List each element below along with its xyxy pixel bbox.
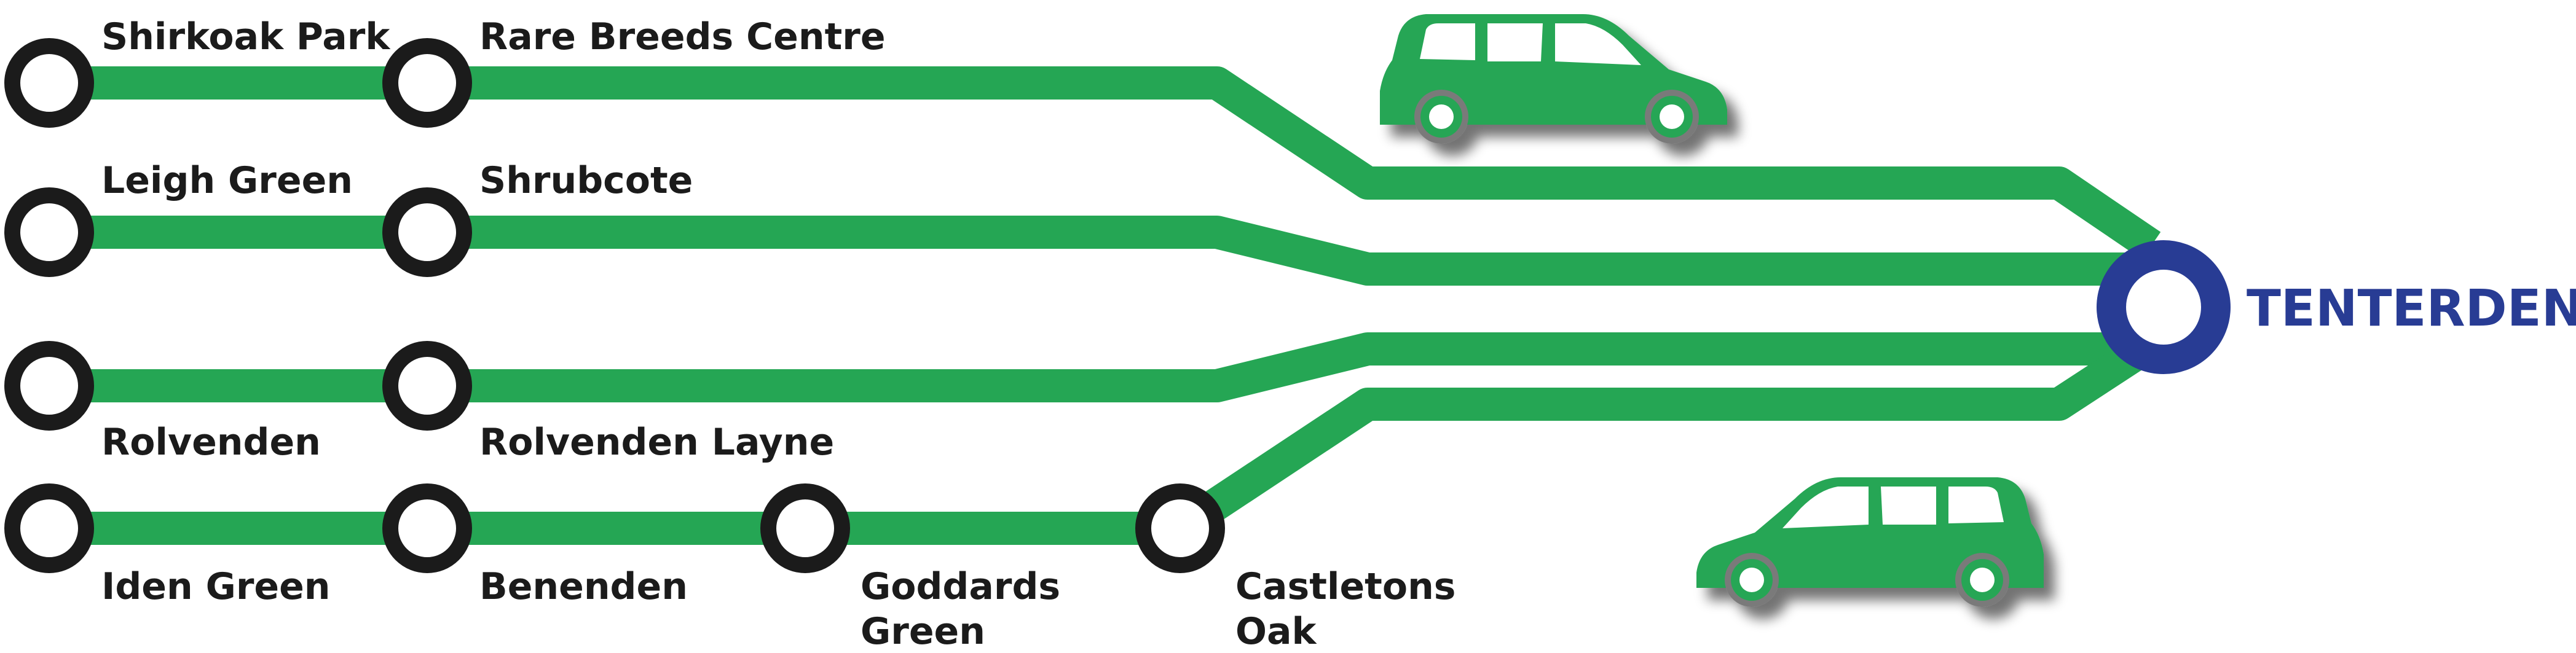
label-goddards-green-line-2: Green — [861, 610, 985, 653]
stop-shrubcote — [382, 187, 472, 277]
label-iden-green: Iden Green — [101, 565, 331, 608]
label-goddards-green-line-1: Goddards — [861, 565, 1060, 608]
label-leigh-green: Leigh Green — [101, 159, 353, 202]
label-shirkoak-park: Shirkoak Park — [101, 15, 391, 58]
car-icon-bottom — [1696, 477, 2044, 607]
label-tenterden: TENTERDEN — [2247, 280, 2576, 338]
car-icon-top — [1380, 14, 1727, 144]
stop-castletons-oak — [1135, 483, 1225, 573]
route-line-3 — [49, 332, 2151, 402]
stop-leigh-green — [4, 187, 94, 277]
station-labels: Shirkoak Park Rare Breeds Centre Leigh G… — [101, 15, 1456, 653]
label-castletons-oak-line-2: Oak — [1235, 610, 1317, 653]
stop-shirkoak-park — [4, 38, 94, 128]
stop-rolvenden-layne — [382, 341, 472, 431]
label-rolvenden-layne: Rolvenden Layne — [479, 421, 834, 464]
stop-rare-breeds-centre — [382, 38, 472, 128]
label-rare-breeds-centre: Rare Breeds Centre — [479, 15, 886, 58]
stops — [4, 38, 1225, 573]
label-shrubcote: Shrubcote — [479, 159, 693, 202]
stop-rolvenden — [4, 341, 94, 431]
route-line-1 — [49, 66, 2161, 260]
route-line-2 — [49, 216, 2151, 286]
label-castletons-oak-line-1: Castletons — [1235, 565, 1456, 608]
stop-goddards-green — [760, 483, 850, 573]
label-rolvenden: Rolvenden — [101, 421, 321, 464]
stop-benenden — [382, 483, 472, 573]
label-benenden: Benenden — [479, 565, 688, 608]
stop-iden-green — [4, 483, 94, 573]
hub-tenterden — [2097, 240, 2231, 374]
route-lines — [49, 66, 2161, 545]
